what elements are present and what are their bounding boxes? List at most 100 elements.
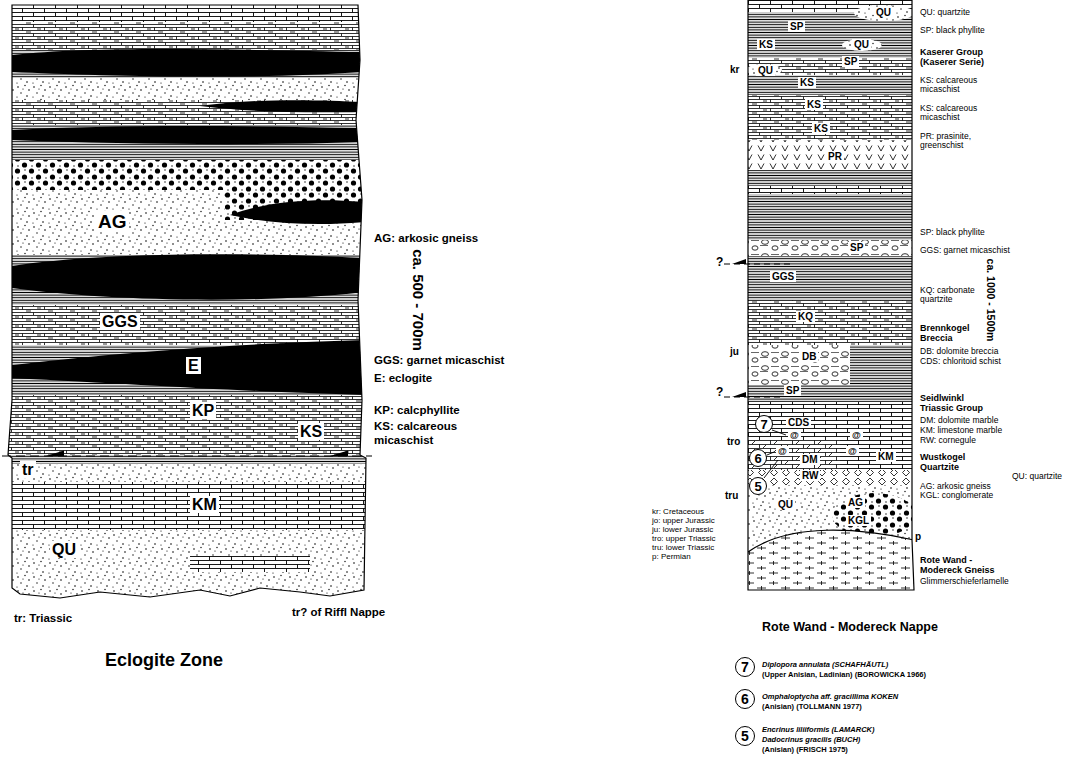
group-name: Seidlwinkl Triassic Group (920, 393, 983, 413)
illustration-part (230, 200, 364, 224)
group-name: Rote Wand - Modereck Gneiss (920, 555, 995, 575)
illustration-part (740, 58, 920, 75)
unit-description: QU: quartzite (1012, 471, 1062, 481)
unit-code-box: QU (756, 66, 775, 76)
unit-code-box: SP (842, 57, 859, 67)
unit-code: QU (874, 7, 893, 18)
unit-description-box: QU: quartzite (920, 8, 970, 17)
illustration-part (850, 345, 920, 385)
illustration-part (740, 385, 920, 402)
unit-code: KS (757, 39, 775, 50)
illustration-part (748, 530, 914, 552)
fossil-marker-box: @ (776, 447, 789, 456)
illustration-part (12, 126, 362, 144)
age-legend-entry-box: jo: upper Jurassic (652, 517, 715, 525)
unit-description-box: KQ: carbonate quartzite (920, 286, 978, 305)
fossil-marker: @ (846, 446, 859, 456)
callout-number: 6 (735, 689, 755, 709)
unit-code-box: SP (788, 22, 805, 32)
unit-description-box: QU: quartzite (1012, 472, 1062, 481)
unit-description-box: SP: black phyllite (920, 26, 985, 35)
unit-code: QU (852, 39, 871, 50)
unit-code-box: KS (298, 424, 324, 441)
unit-description-box: GGS: garnet micaschist (920, 246, 1010, 255)
unit-code: AG (96, 211, 129, 232)
unit-code: E (186, 357, 201, 374)
age-legend-entry-box: p: Permian (652, 553, 691, 561)
age-legend-entry: tru: lower Triassic (652, 543, 714, 552)
illustration-part (740, 75, 920, 95)
illustration-part (740, 95, 920, 140)
unit-code-box: QU (50, 542, 78, 559)
group-name: Brennkogel Breccia (920, 323, 970, 343)
unit-code-box: RW (800, 471, 820, 481)
age-legend-entry: ju: lower Jurassic (652, 525, 713, 534)
unit-description: SP: black phyllite (920, 227, 985, 237)
callout-number-text: 7 (741, 660, 749, 674)
age-code-box: tru (725, 490, 738, 501)
unit-code-box: GGS (100, 314, 140, 331)
thrust-arrow (732, 392, 746, 397)
callout-number: 5 (735, 726, 755, 746)
unit-code: GGS (770, 271, 796, 282)
illustration-part (842, 39, 882, 51)
unit-code: KS (798, 77, 816, 88)
unit-code: KGL (846, 515, 871, 526)
unit-code: QU (756, 65, 775, 76)
age-legend-entry: p: Permian (652, 552, 691, 561)
unit-code-box: QU (852, 40, 871, 50)
unit-description: PR: prasinite, greenschist (920, 131, 971, 150)
unit-code-box: KM (190, 497, 219, 514)
callout-number-text: 5 (741, 729, 749, 743)
group-name-box: Seidlwinkl Triassic Group (920, 394, 995, 414)
age-code: tro (727, 436, 740, 447)
unit-description: QU: quartzite (920, 7, 970, 17)
unit-code: KM (876, 451, 896, 462)
illustration-part (0, 22, 380, 50)
unit-code: RW (800, 470, 820, 481)
fossil-name-box: Dadocrinus gracilis (BUCH) (762, 736, 860, 745)
illustration-part (0, 100, 380, 125)
illustration-part (740, 440, 840, 470)
callout-number-text: 6 (754, 452, 761, 465)
age-code-box: tro (727, 436, 740, 447)
unit-code-box: KS (757, 40, 775, 50)
column-title-box: Rote Wand - Modereck Nappe (762, 620, 938, 635)
unit-code-box: E (186, 358, 201, 375)
illustration-part (0, 395, 380, 455)
column-outline (8, 5, 366, 598)
unit-description-box: E: eclogite (374, 372, 432, 386)
illustration-part (12, 340, 364, 395)
callout-number-text: 7 (760, 418, 767, 431)
unit-code: CDS (786, 417, 811, 428)
unit-description: DM: dolomite marble (920, 415, 998, 425)
unit-code: GGS (100, 313, 140, 330)
fossil-marker: @ (850, 430, 863, 440)
illustration-part (740, 186, 920, 194)
fossil-marker-box: @ (846, 447, 859, 456)
group-name: Wustkogel Quartzite (920, 452, 965, 472)
callout-number: 5 (749, 477, 767, 495)
unit-description: tr? of Riffl Nappe (292, 606, 385, 618)
illustration-part (0, 305, 380, 345)
unit-code-box: KM (876, 452, 896, 462)
group-name: Kaserer Group (Kaserer Serie) (920, 47, 984, 67)
unit-description-box: tr? of Riffl Nappe (292, 606, 385, 620)
age-legend-entry: jo: upper Jurassic (652, 516, 715, 525)
age-legend-entry-box: kr: Cretaceous (652, 508, 704, 516)
unit-code-box: DM (800, 455, 820, 465)
fossil-reference: (Anisian) (FRISCH 1975) (762, 745, 848, 754)
unit-code: KS (805, 99, 823, 110)
unit-description-box: SP: black phyllite (920, 228, 985, 237)
illustration-part (0, 455, 380, 464)
group-name-box: Kaserer Group (Kaserer Serie) (920, 48, 1005, 68)
age-code: p (915, 531, 921, 542)
group-name-box: Brennkogel Breccia (920, 324, 980, 344)
illustration-part (854, 5, 914, 21)
unit-code: DB (800, 351, 818, 362)
fossil-marker-box: @ (788, 431, 801, 440)
fossil-reference: (Upper Anisian, Ladinian) (BOROWICKA 196… (762, 670, 926, 679)
illustration-part (0, 0, 380, 22)
unit-code-box: KQ (796, 312, 815, 322)
unit-code: AG (846, 497, 865, 508)
